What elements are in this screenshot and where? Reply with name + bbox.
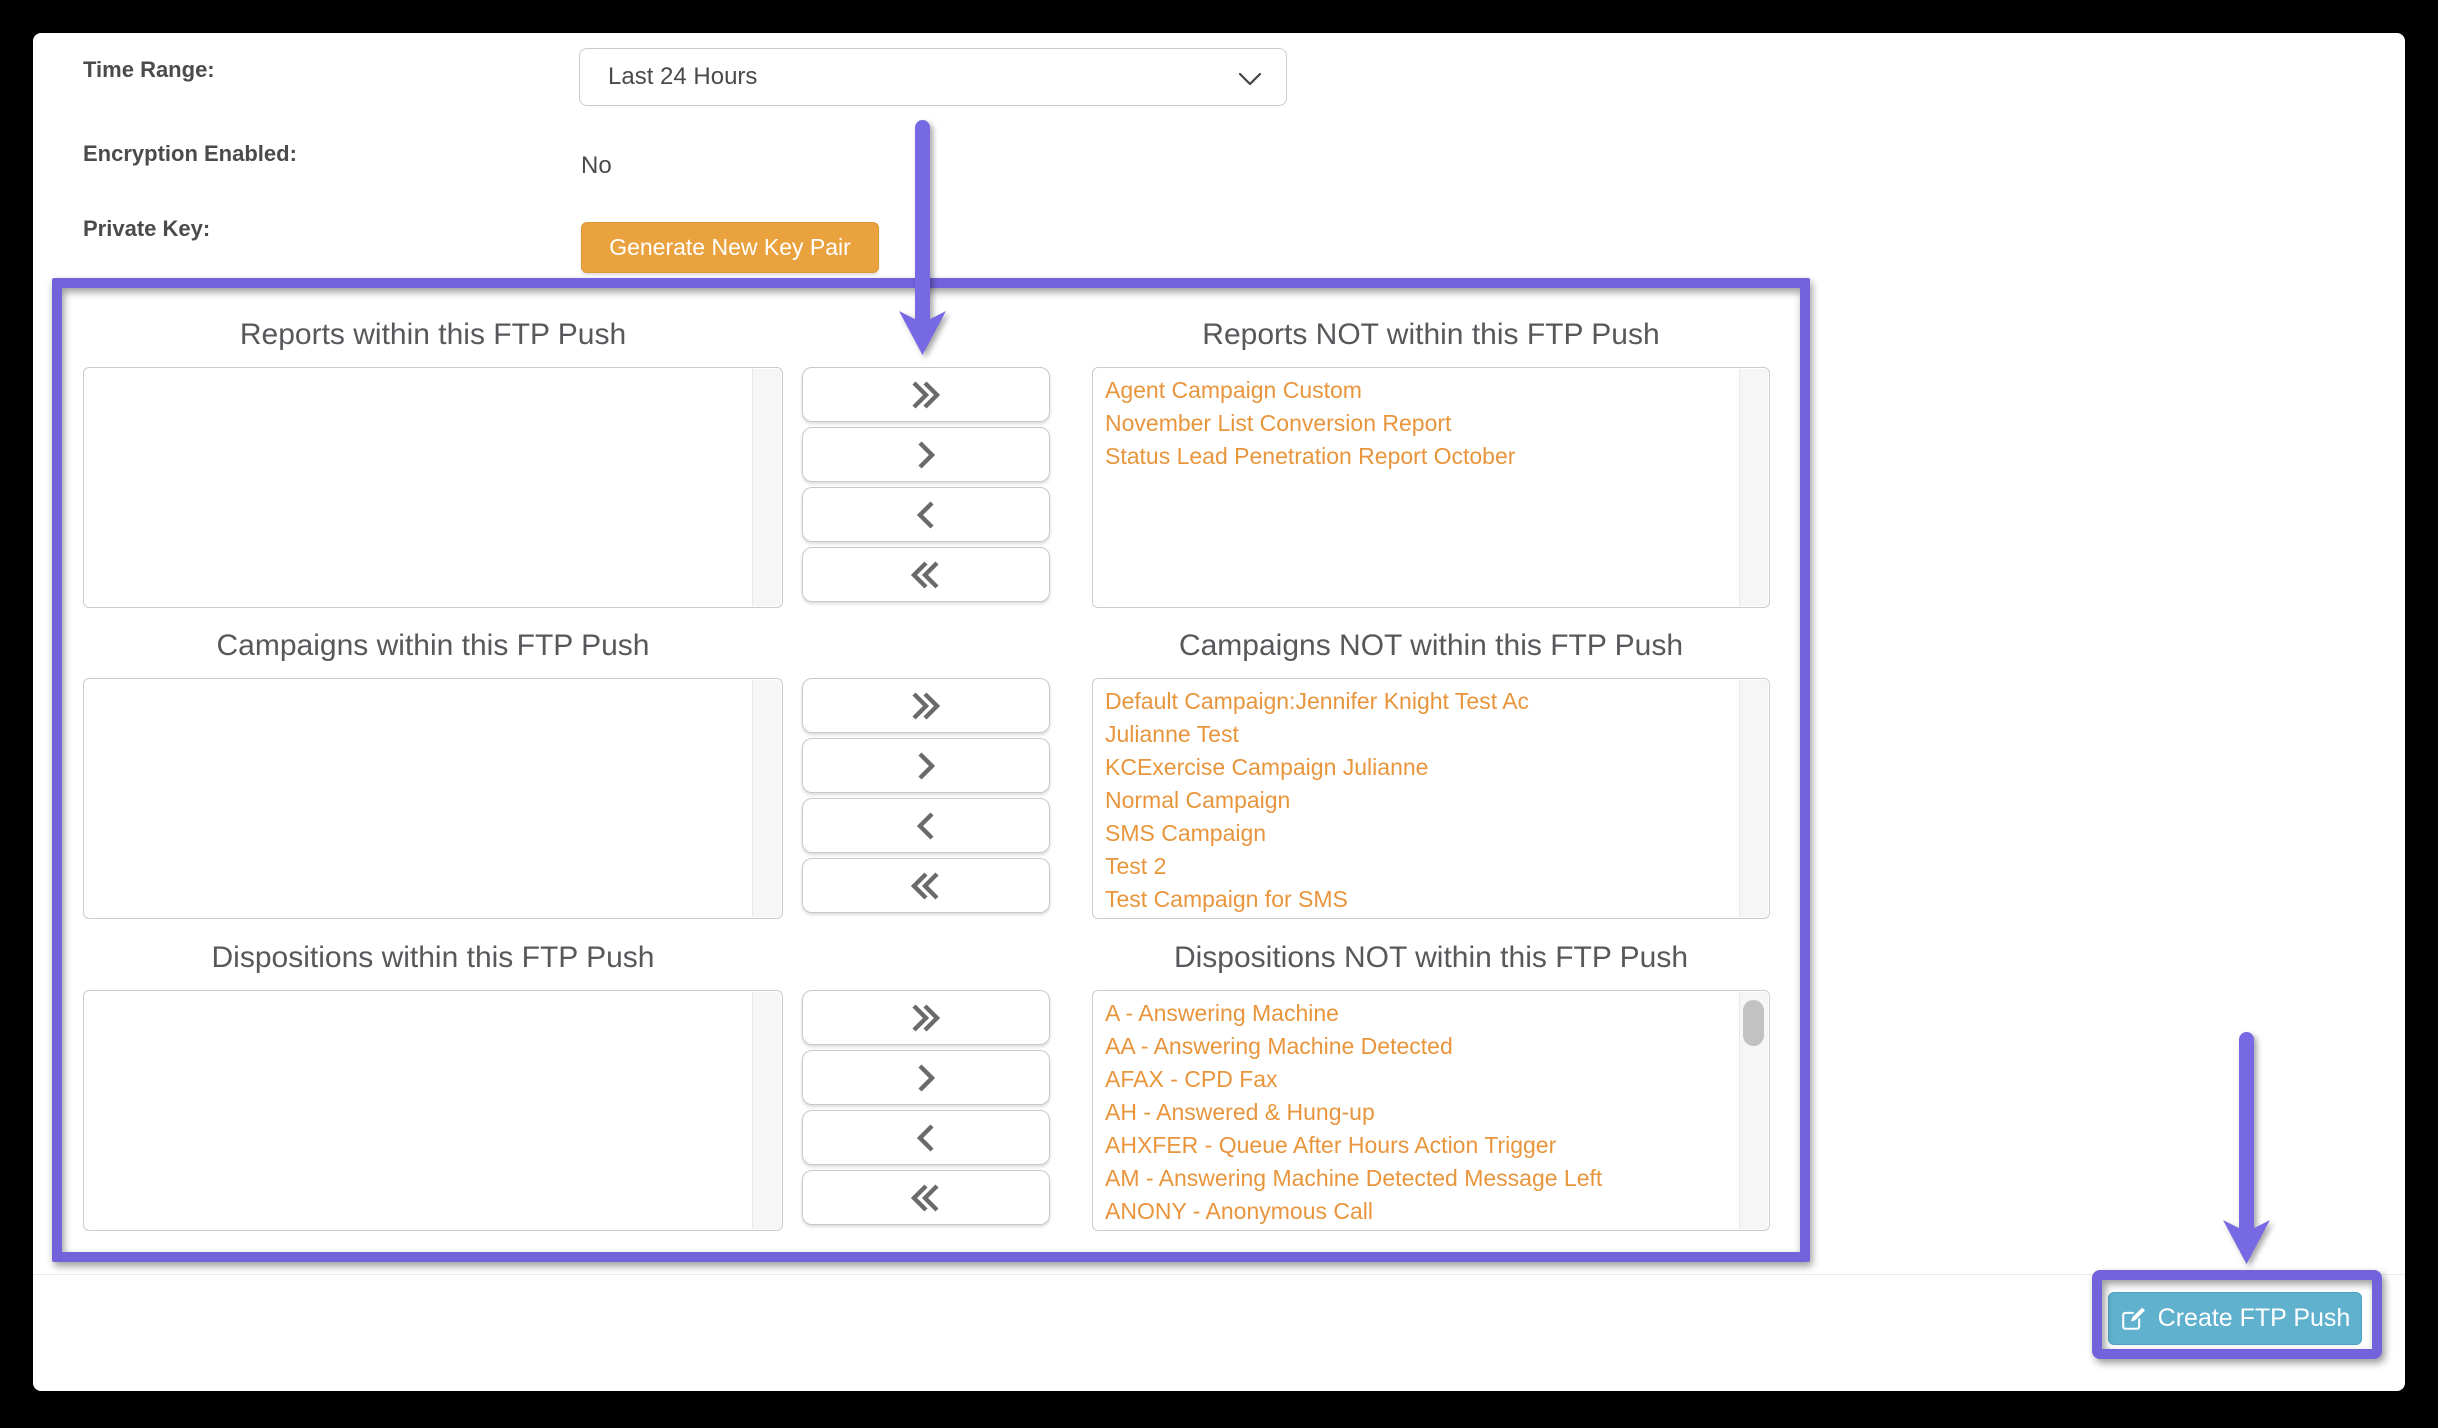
encryption-enabled-value: No — [581, 152, 612, 179]
transfer-buttons — [802, 678, 1050, 913]
scrollbar-track[interactable] — [752, 369, 781, 606]
list-option[interactable]: Agent Campaign Custom — [1105, 377, 1362, 403]
list-option[interactable]: Status Lead Penetration Report October — [1105, 443, 1516, 469]
list-option[interactable]: Test Campaign for SMS — [1105, 886, 1348, 912]
transfer-buttons — [802, 990, 1050, 1225]
list-option[interactable]: November List Conversion Report — [1105, 410, 1452, 436]
move-left-button[interactable] — [802, 1110, 1050, 1165]
double-angle-left-icon — [911, 1183, 941, 1213]
list-option[interactable]: AFAX - CPD Fax — [1105, 1066, 1278, 1092]
move-left-button[interactable] — [802, 487, 1050, 542]
move-right-button[interactable] — [802, 427, 1050, 482]
move-all-right-button[interactable] — [802, 367, 1050, 422]
time-range-select[interactable]: Last 24 Hours — [579, 48, 1287, 106]
included-list-title: Campaigns within this FTP Push — [216, 629, 650, 662]
content-panel: Time Range: Last 24 Hours Encryption Ena… — [33, 33, 2405, 1391]
double-angle-right-icon — [911, 691, 941, 721]
scrollbar-thumb[interactable] — [1743, 1000, 1764, 1046]
list-option[interactable]: AHXFER - Queue After Hours Action Trigge… — [1105, 1132, 1557, 1158]
angle-right-icon — [917, 1063, 935, 1093]
double-angle-right-icon — [911, 380, 941, 410]
excluded-listbox[interactable]: A - Answering Machine AA - Answering Mach… — [1092, 990, 1770, 1231]
list-option[interactable]: AM - Answering Machine Detected Message … — [1105, 1165, 1603, 1191]
transfer-buttons — [802, 367, 1050, 602]
section-dispositions: Dispositions within this FTP Push Dispos… — [33, 941, 2405, 1231]
private-key-label: Private Key: — [83, 216, 211, 241]
list-option[interactable]: AA - Answering Machine Detected — [1105, 1033, 1453, 1059]
chevron-down-icon — [1238, 72, 1262, 91]
included-listbox[interactable] — [83, 990, 783, 1231]
excluded-list-title: Dispositions NOT within this FTP Push — [1173, 941, 1689, 974]
double-angle-left-icon — [911, 560, 941, 590]
footer-divider — [33, 1274, 2405, 1275]
move-all-left-button[interactable] — [802, 858, 1050, 913]
angle-left-icon — [917, 500, 935, 530]
included-listbox[interactable] — [83, 678, 783, 919]
move-right-button[interactable] — [802, 738, 1050, 793]
angle-right-icon — [917, 751, 935, 781]
excluded-listbox[interactable]: Default Campaign:Jennifer Knight Test Ac… — [1092, 678, 1770, 919]
list-option[interactable]: KCExercise Campaign Julianne — [1105, 754, 1429, 780]
list-option[interactable]: Default Campaign:Jennifer Knight Test Ac — [1105, 688, 1530, 714]
section-reports: Reports within this FTP Push Reports NOT… — [33, 318, 2405, 608]
included-listbox[interactable] — [83, 367, 783, 608]
excluded-list-title: Reports NOT within this FTP Push — [1202, 318, 1660, 351]
move-all-left-button[interactable] — [802, 1170, 1050, 1225]
ftp-push-lists: Reports within this FTP Push Reports NOT… — [33, 33, 2405, 1391]
angle-left-icon — [917, 1123, 935, 1153]
angle-right-icon — [917, 440, 935, 470]
edit-icon — [2120, 1305, 2147, 1332]
included-list-title: Reports within this FTP Push — [239, 318, 627, 351]
list-option[interactable]: Julianne Test — [1105, 721, 1239, 747]
generate-new-key-pair-button[interactable]: Generate New Key Pair — [581, 222, 879, 273]
list-option[interactable]: Test 2 — [1105, 853, 1167, 879]
angle-left-icon — [917, 811, 935, 841]
time-range-label: Time Range: — [83, 57, 215, 82]
list-option[interactable]: Normal Campaign — [1105, 787, 1291, 813]
move-all-right-button[interactable] — [802, 678, 1050, 733]
double-angle-right-icon — [911, 1003, 941, 1033]
create-ftp-push-button[interactable]: Create FTP Push — [2108, 1292, 2362, 1345]
list-option[interactable]: ANONY - Anonymous Call — [1105, 1198, 1374, 1224]
move-left-button[interactable] — [802, 798, 1050, 853]
excluded-list-title: Campaigns NOT within this FTP Push — [1178, 629, 1684, 662]
list-option[interactable]: A - Answering Machine — [1105, 1000, 1339, 1026]
move-right-button[interactable] — [802, 1050, 1050, 1105]
scrollbar-track[interactable] — [1739, 992, 1768, 1229]
list-option[interactable]: AH - Answered & Hung-up — [1105, 1099, 1375, 1125]
scrollbar-track[interactable] — [1739, 369, 1768, 606]
encryption-enabled-label: Encryption Enabled: — [83, 141, 297, 166]
double-angle-left-icon — [911, 871, 941, 901]
move-all-right-button[interactable] — [802, 990, 1050, 1045]
scrollbar-track[interactable] — [1739, 680, 1768, 917]
section-campaigns: Campaigns within this FTP Push Campaigns… — [33, 629, 2405, 919]
list-option[interactable]: SMS Campaign — [1105, 820, 1267, 846]
scrollbar-track[interactable] — [752, 680, 781, 917]
move-all-left-button[interactable] — [802, 547, 1050, 602]
time-range-selected-value: Last 24 Hours — [608, 63, 758, 90]
included-list-title: Dispositions within this FTP Push — [211, 941, 655, 974]
create-ftp-push-label: Create FTP Push — [2157, 1304, 2351, 1332]
scrollbar-track[interactable] — [752, 992, 781, 1229]
